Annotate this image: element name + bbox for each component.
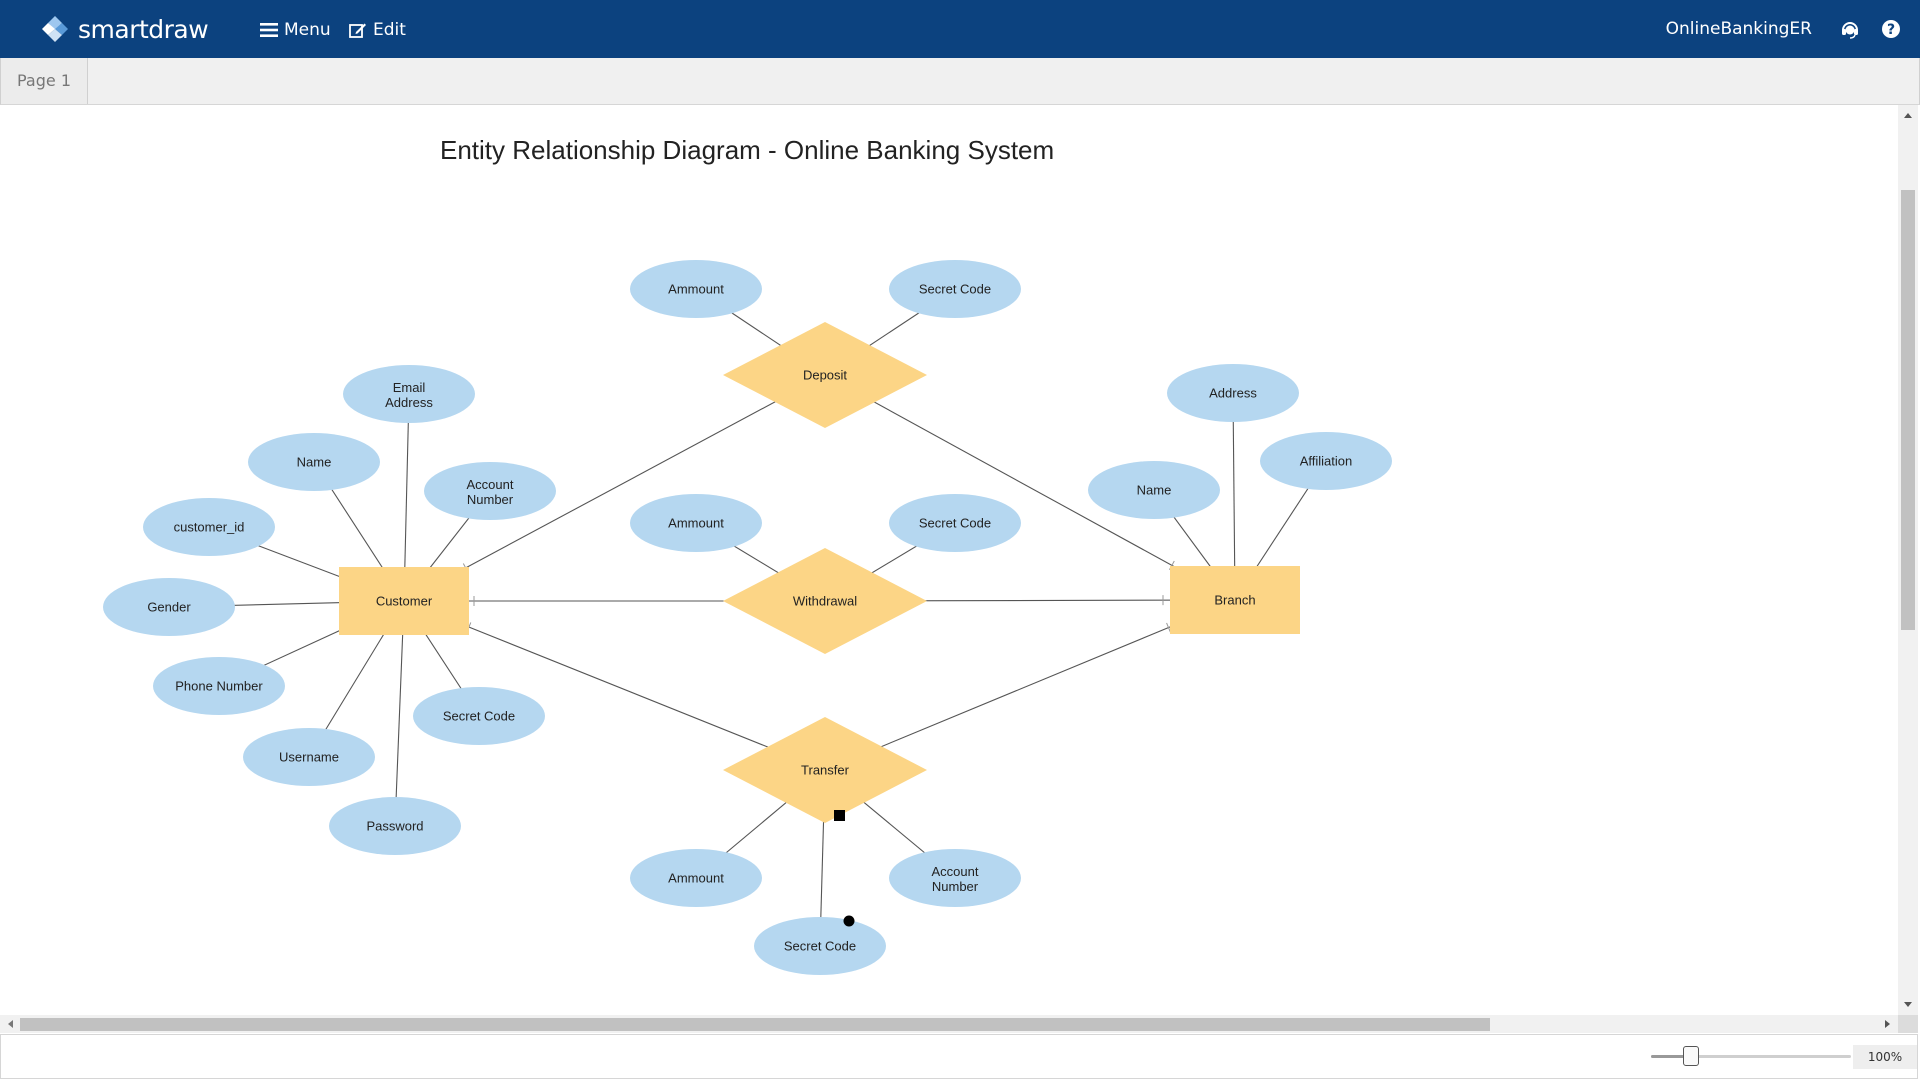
- entity-branch-label: Branch: [1214, 593, 1255, 608]
- smartdraw-logo-icon: [42, 16, 68, 42]
- attribute-secret-code-customer[interactable]: [413, 687, 545, 745]
- attribute-secret-code-label: Secret Code: [919, 282, 991, 297]
- attribute-password-label: Password: [366, 819, 423, 834]
- menu-button[interactable]: Menu: [260, 16, 331, 44]
- support-button[interactable]: [1840, 19, 1860, 44]
- menu-label: Menu: [284, 20, 331, 40]
- attribute-name-branch[interactable]: [1088, 461, 1220, 519]
- zoom-slider[interactable]: [1651, 1055, 1851, 1058]
- entity-customer-label: Customer: [376, 594, 433, 609]
- drawing-canvas[interactable]: Entity Relationship Diagram - Online Ban…: [0, 105, 1898, 1015]
- top-app-bar: smartdraw Menu Edit OnlineBankingER ?: [0, 0, 1920, 58]
- attribute-phone-number-label: Phone Number: [175, 679, 263, 694]
- attribute-ammount-label: Ammount: [668, 282, 724, 297]
- selection-handle-start[interactable]: [834, 810, 845, 821]
- cardinality-mark: [1166, 622, 1171, 633]
- attribute-ammount-label: Ammount: [668, 516, 724, 531]
- relationship-transfer[interactable]: [723, 717, 927, 823]
- attribute-customer-id-customer[interactable]: [143, 498, 275, 556]
- connector-transfer-branch[interactable]: [824, 599, 1236, 771]
- page-tab-bar: Page 1: [0, 58, 1920, 105]
- connector-br_address-branch[interactable]: [1232, 392, 1236, 601]
- attribute-phone-number-customer[interactable]: [153, 657, 285, 715]
- scroll-up-icon[interactable]: [1904, 113, 1912, 118]
- relationship-deposit[interactable]: [723, 322, 927, 428]
- attribute-ammount-deposit[interactable]: [630, 260, 762, 318]
- hamburger-menu-icon: [260, 23, 278, 37]
- bottom-status-bar: 100%: [0, 1034, 1918, 1079]
- attribute-name-label: Name: [1137, 483, 1172, 498]
- attribute-customer-id-label: customer_id: [174, 520, 245, 535]
- edit-icon: [349, 23, 366, 38]
- attribute-address-branch[interactable]: [1167, 364, 1299, 422]
- zoom-level[interactable]: 100%: [1853, 1045, 1917, 1069]
- relationship-deposit-label: Deposit: [803, 368, 847, 383]
- attribute-ammount-label: Ammount: [668, 871, 724, 886]
- attribute-name-label: Name: [297, 455, 332, 470]
- brand-name: smartdraw: [78, 14, 209, 44]
- relationship-transfer-label: Transfer: [801, 763, 850, 778]
- attribute-password-customer[interactable]: [329, 797, 461, 855]
- attribute-username-label: Username: [279, 750, 339, 765]
- vertical-scroll-thumb[interactable]: [1901, 190, 1915, 630]
- connector-customer-deposit[interactable]: [403, 374, 826, 602]
- vertical-scrollbar[interactable]: [1898, 105, 1918, 1015]
- attribute-secret-code-label: Secret Code: [919, 516, 991, 531]
- help-button[interactable]: ?: [1881, 19, 1901, 44]
- support-headset-icon: [1842, 22, 1858, 39]
- connector-cust_password-customer[interactable]: [394, 600, 405, 827]
- document-name[interactable]: OnlineBankingER: [1665, 19, 1812, 39]
- horizontal-scrollbar[interactable]: [0, 1015, 1898, 1033]
- connector-cust_email-customer[interactable]: [403, 393, 410, 602]
- entity-customer[interactable]: [339, 567, 469, 635]
- attribute-account-number-customer[interactable]: [424, 462, 556, 520]
- attribute-ammount-transfer[interactable]: [630, 849, 762, 907]
- horizontal-scroll-thumb[interactable]: [20, 1018, 1490, 1031]
- attribute-secret-code-label: Secret Code: [443, 709, 515, 724]
- attribute-address-label: Address: [1209, 386, 1257, 401]
- relationship-withdrawal-label: Withdrawal: [793, 594, 857, 609]
- relationship-withdrawal[interactable]: [723, 548, 927, 654]
- attribute-affiliation-label: Affiliation: [1300, 454, 1353, 469]
- attribute-account-number-transfer[interactable]: [889, 849, 1021, 907]
- attribute-secret-code-label: Secret Code: [784, 939, 856, 954]
- attribute-affiliation-branch[interactable]: [1260, 432, 1392, 490]
- edit-label: Edit: [373, 20, 406, 40]
- attribute-username-customer[interactable]: [243, 728, 375, 786]
- er-diagram[interactable]: Entity Relationship Diagram - Online Ban…: [0, 105, 1898, 1015]
- connector-deposit-branch[interactable]: [824, 374, 1236, 601]
- attribute-gender-label: Gender: [147, 600, 191, 615]
- zoom-slider-fill: [1651, 1055, 1691, 1058]
- attribute-ammount-withdrawal[interactable]: [630, 494, 762, 552]
- attribute-name-customer[interactable]: [248, 433, 380, 491]
- brand-logo[interactable]: smartdraw: [40, 13, 209, 45]
- help-icon: ?: [1882, 20, 1900, 38]
- diagram-title[interactable]: Entity Relationship Diagram - Online Ban…: [440, 135, 1054, 165]
- connector-customer-transfer[interactable]: [403, 600, 826, 771]
- scroll-corner: [1898, 1015, 1918, 1033]
- scroll-down-icon[interactable]: [1904, 1002, 1912, 1007]
- zoom-slider-handle[interactable]: [1683, 1046, 1699, 1066]
- attribute-gender-customer[interactable]: [103, 578, 235, 636]
- svg-text:?: ?: [1887, 22, 1895, 38]
- scroll-right-icon[interactable]: [1885, 1020, 1890, 1028]
- attribute-secret-code-withdrawal[interactable]: [889, 494, 1021, 552]
- selection-handle-end[interactable]: [843, 915, 855, 927]
- attribute-secret-code-transfer[interactable]: [754, 917, 886, 975]
- scroll-left-icon[interactable]: [8, 1020, 13, 1028]
- entity-branch[interactable]: [1170, 566, 1300, 634]
- edit-button[interactable]: Edit: [349, 16, 406, 44]
- tab-page-1[interactable]: Page 1: [1, 58, 88, 104]
- attribute-email-address-customer[interactable]: [343, 365, 475, 423]
- attribute-secret-code-deposit[interactable]: [889, 260, 1021, 318]
